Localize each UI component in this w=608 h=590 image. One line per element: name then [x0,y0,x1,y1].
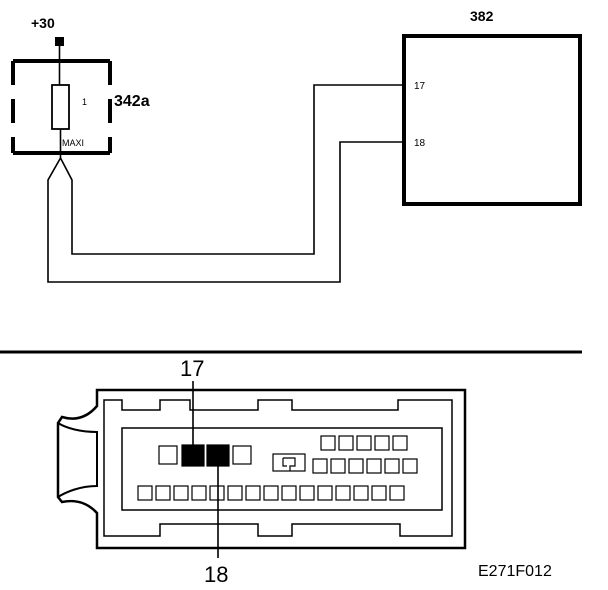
connector-pin-17-label: 17 [180,356,204,381]
fuse-symbol [51,84,70,130]
cavities-top-right [312,435,418,474]
connector-latch [57,422,98,498]
ecu-pin-17-label: 17 [414,81,426,92]
cavities-bottom-row [137,485,405,501]
connector-pin-18-label: 18 [204,562,228,587]
connector-housing [56,388,467,550]
supply-label: +30 [31,15,55,31]
fuse-type-label: MAXI [62,138,84,148]
fuse-box [11,59,112,155]
pin-cavity-frame [121,427,443,511]
connector-inner-contour [103,399,453,537]
connector-key [272,453,306,472]
wires [47,46,404,283]
cavity [158,445,178,465]
figure-code: E271F012 [478,563,552,580]
cavity [232,445,252,465]
ecu-label: 382 [470,8,494,24]
fuse-number-label: 1 [82,97,87,107]
ecu-box [402,34,582,206]
ecu-pin-18-label: 18 [414,138,426,149]
fuse-box-label: 342a [114,93,150,110]
supply-terminal [55,37,64,46]
